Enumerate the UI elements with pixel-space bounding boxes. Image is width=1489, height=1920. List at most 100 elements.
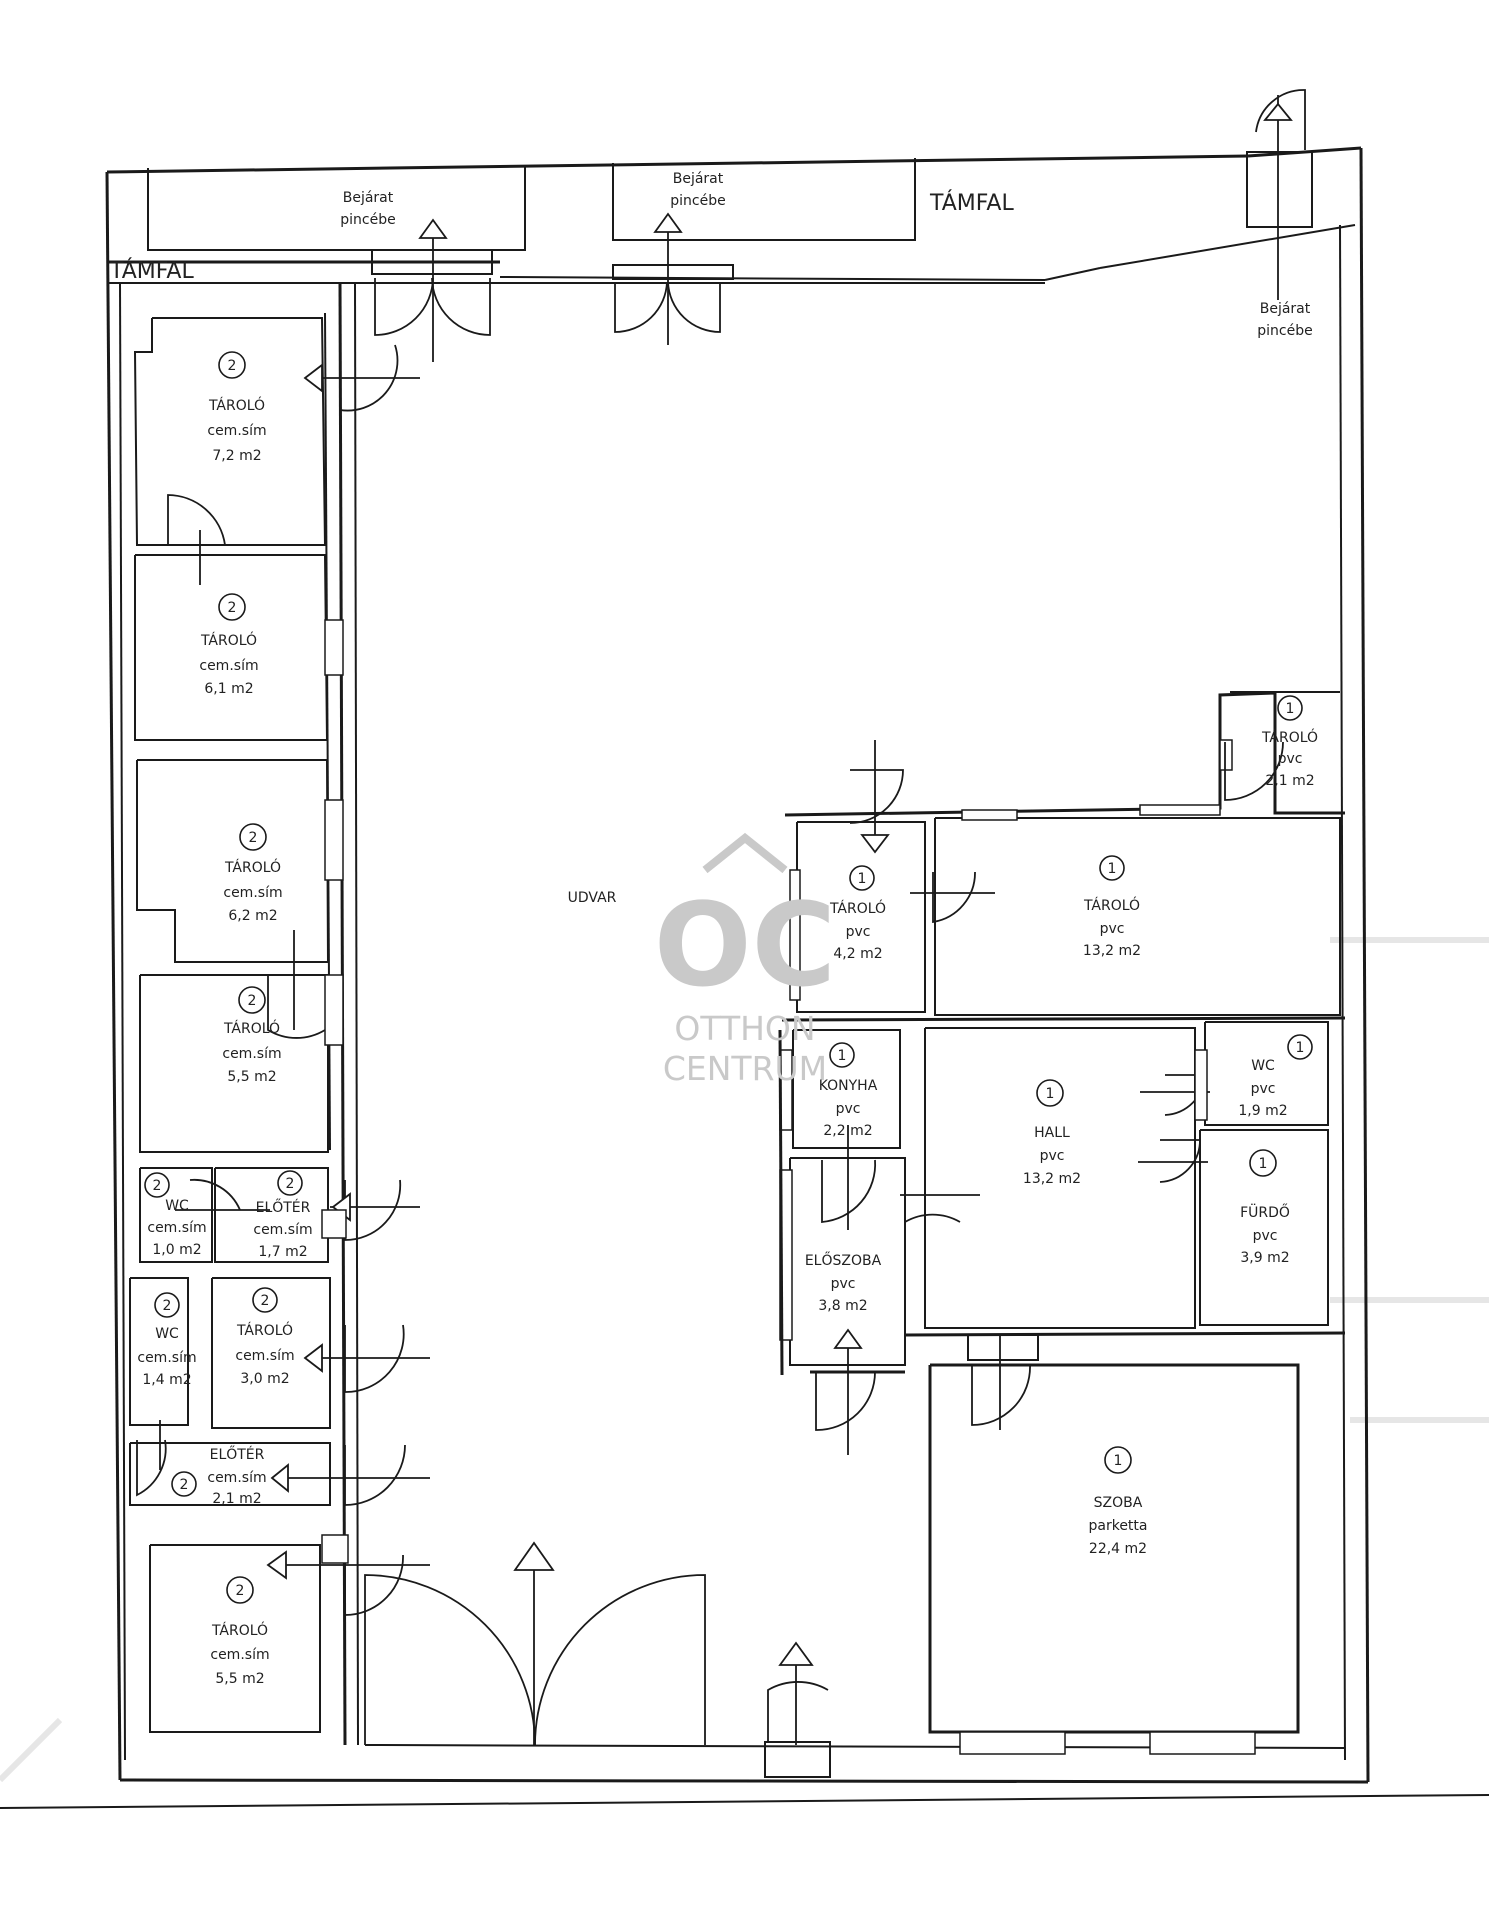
room-floor: parketta — [1088, 1518, 1147, 1534]
room-area: 5,5 m2 — [227, 1069, 276, 1085]
room-name: HALL — [1034, 1125, 1070, 1141]
room-number: 2 — [236, 1583, 245, 1599]
room-tarolo-6-1: 2 TÁROLÓ cem.sím 6,1 m2 — [199, 593, 259, 697]
room-number: 1 — [1286, 701, 1295, 717]
room-floor: cem.sím — [207, 423, 266, 439]
room-tarolo-6-2: 2 TÁROLÓ cem.sím 6,2 m2 — [223, 823, 283, 924]
room-tarolo-5-5-bottom: 2 TÁROLÓ cem.sím 5,5 m2 — [210, 1576, 270, 1687]
room-area: 3,9 m2 — [1240, 1250, 1289, 1266]
room-tarolo-5-5: 2 TÁROLÓ cem.sím 5,5 m2 — [222, 986, 282, 1085]
room-area: 6,1 m2 — [204, 681, 253, 697]
pincebe-3-label: pincébe — [1257, 323, 1312, 339]
room-area: 2,2 m2 — [823, 1123, 872, 1139]
tamfal-top-label: TÁMFAL — [929, 190, 1014, 216]
room-number: 1 — [1114, 1453, 1123, 1469]
room-area: 1,7 m2 — [258, 1244, 307, 1260]
right-wing-walls — [778, 691, 1346, 1755]
room-floor: cem.sím — [147, 1220, 206, 1236]
room-number: 2 — [228, 600, 237, 616]
right-wing-doors — [815, 740, 1284, 1455]
watermark-line2: CENTRUM — [663, 1049, 827, 1088]
room-name: TÁROLÓ — [223, 1019, 280, 1037]
room-area: 2,1 m2 — [212, 1491, 261, 1507]
room-eloter-2-1: 2 ELŐTÉR cem.sím 2,1 m2 — [171, 1445, 267, 1507]
room-floor: pvc — [1278, 751, 1303, 767]
left-wing-doors — [136, 344, 430, 1616]
room-name: TÁROLÓ — [1083, 896, 1140, 914]
watermark-line1: OTTHON — [674, 1009, 815, 1048]
room-number: 1 — [1046, 1086, 1055, 1102]
pincebe-1-label: pincébe — [340, 212, 395, 228]
room-number: 2 — [261, 1293, 270, 1309]
room-eloszoba: ELŐSZOBA pvc 3,8 m2 — [805, 1251, 882, 1314]
room-floor: cem.sím — [253, 1222, 312, 1238]
room-eloter-1-7: 2 ELŐTÉR cem.sím 1,7 m2 — [253, 1170, 313, 1260]
room-floor: pvc — [846, 924, 871, 940]
room-number: 2 — [249, 830, 258, 846]
room-floor: pvc — [1040, 1148, 1065, 1164]
room-floor: cem.sím — [207, 1470, 266, 1486]
room-floor: cem.sím — [222, 1046, 281, 1062]
room-area: 13,2 m2 — [1023, 1171, 1081, 1187]
room-name: WC — [155, 1326, 179, 1342]
room-number: 2 — [286, 1176, 295, 1192]
room-name: KONYHA — [819, 1078, 878, 1094]
room-name: WC — [1251, 1058, 1275, 1074]
site-labels: TÁMFAL TÁMFAL Bejárat pincébe Bejárat pi… — [109, 171, 1313, 906]
room-name: ELŐSZOBA — [805, 1251, 882, 1269]
room-floor: cem.sím — [235, 1348, 294, 1364]
room-number: 1 — [1259, 1156, 1268, 1172]
room-tarolo-3-0: 2 TÁROLÓ cem.sím 3,0 m2 — [235, 1287, 295, 1387]
room-number: 1 — [838, 1048, 847, 1064]
room-number: 2 — [228, 358, 237, 374]
room-number: 2 — [180, 1477, 189, 1493]
room-area: 13,2 m2 — [1083, 943, 1141, 959]
room-furdo: 1 FÜRDŐ pvc 3,9 m2 — [1240, 1149, 1290, 1266]
room-area: 1,0 m2 — [152, 1242, 201, 1258]
room-number: 2 — [248, 993, 257, 1009]
bejarat-3-label: Bejárat — [1260, 301, 1311, 317]
room-tarolo-2-1: 1 TÁROLÓ pvc 2,1 m2 — [1261, 695, 1318, 789]
room-number: 2 — [163, 1298, 172, 1314]
room-floor: cem.sím — [199, 658, 258, 674]
room-area: 3,8 m2 — [818, 1298, 867, 1314]
room-area: 7,2 m2 — [212, 448, 261, 464]
room-name: SZOBA — [1094, 1495, 1143, 1511]
room-labels: 2 TÁROLÓ cem.sím 7,2 m2 2 TÁROLÓ cem.sím… — [137, 351, 1318, 1687]
udvar-label: UDVAR — [568, 890, 617, 906]
room-area: 22,4 m2 — [1089, 1541, 1147, 1557]
room-floor: cem.sím — [210, 1647, 269, 1663]
pincebe-2-label: pincébe — [670, 193, 725, 209]
room-name: TÁROLÓ — [224, 858, 281, 876]
room-tarolo-13-2: 1 TÁROLÓ pvc 13,2 m2 — [1083, 855, 1141, 959]
room-name: TÁROLÓ — [211, 1621, 268, 1639]
room-floor: cem.sím — [223, 885, 282, 901]
outer-walls — [0, 146, 1489, 1809]
room-wc-1-9: 1 WC pvc 1,9 m2 — [1238, 1034, 1313, 1119]
room-tarolo-7-2: 2 TÁROLÓ cem.sím 7,2 m2 — [207, 351, 267, 464]
room-wc-1-4: 2 WC cem.sím 1,4 m2 — [137, 1292, 197, 1388]
room-area: 4,2 m2 — [833, 946, 882, 962]
room-name: TÁROLÓ — [1261, 728, 1318, 746]
room-szoba: 1 SZOBA parketta 22,4 m2 — [1088, 1446, 1148, 1557]
room-floor: pvc — [836, 1101, 861, 1117]
left-wing-walls — [129, 282, 359, 1746]
room-name: TÁROLÓ — [236, 1321, 293, 1339]
room-number: 1 — [858, 871, 867, 887]
room-area: 2,1 m2 — [1265, 773, 1314, 789]
room-floor: pvc — [1253, 1228, 1278, 1244]
room-hall: 1 HALL pvc 13,2 m2 — [1023, 1079, 1081, 1187]
room-name: TÁROLÓ — [200, 631, 257, 649]
room-area: 5,5 m2 — [215, 1671, 264, 1687]
room-number: 1 — [1108, 861, 1117, 877]
room-area: 6,2 m2 — [228, 908, 277, 924]
room-name: FÜRDŐ — [1240, 1203, 1290, 1221]
courtyard-gates — [364, 1541, 831, 1778]
room-area: 1,4 m2 — [142, 1372, 191, 1388]
room-name: TÁROLÓ — [829, 899, 886, 917]
cellar-entrances — [147, 89, 1313, 362]
tamfal-left-label: TÁMFAL — [109, 258, 194, 284]
bejarat-1-label: Bejárat — [343, 190, 394, 206]
bejarat-2-label: Bejárat — [673, 171, 724, 187]
